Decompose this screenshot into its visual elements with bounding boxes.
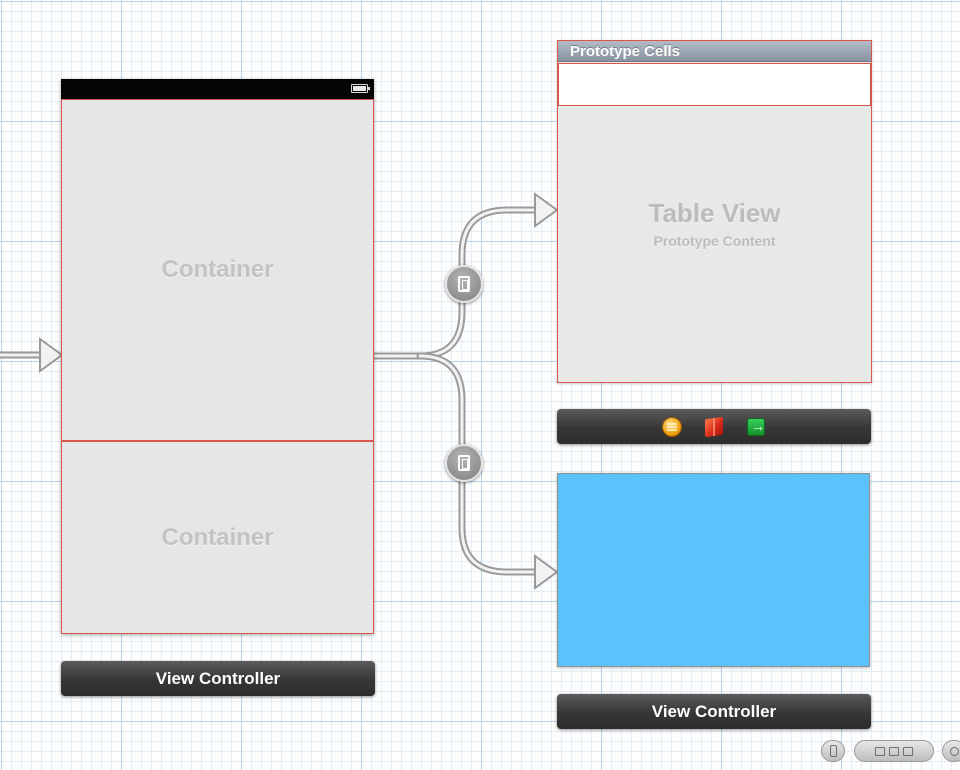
battery-icon: [351, 84, 370, 93]
scene-dock-right[interactable]: View Controller: [557, 694, 871, 729]
status-bar: [61, 79, 374, 99]
device-toggle-icon[interactable]: [821, 740, 845, 762]
first-responder-icon[interactable]: [663, 417, 681, 436]
initial-arrow-head: [39, 337, 64, 373]
embed-segue-icon[interactable]: [445, 444, 483, 482]
exit-icon[interactable]: [747, 417, 765, 436]
layout-icons[interactable]: [854, 740, 934, 762]
table-view-title: Table View: [648, 198, 781, 228]
zoom-icon[interactable]: [942, 740, 960, 762]
align-center-icon[interactable]: [889, 746, 899, 756]
scene-dock-table[interactable]: [557, 409, 871, 444]
scene-dock-label: View Controller: [651, 701, 777, 721]
segue-arrow-head-table: [534, 192, 559, 228]
embed-segue-icon[interactable]: [445, 265, 483, 303]
container-label: Container: [161, 256, 274, 283]
table-view-subtitle: Prototype Content: [653, 233, 776, 249]
prototype-cells-header: Prototype Cells: [558, 41, 871, 62]
align-left-icon[interactable]: [875, 746, 885, 756]
scene-dock-label: View Controller: [155, 668, 281, 688]
table-view-controller-scene[interactable]: Prototype Cells Table View Prototype Con…: [557, 40, 872, 383]
container-view-top[interactable]: Container: [61, 99, 374, 441]
container-view-bottom[interactable]: Container: [61, 441, 374, 634]
blue-view-controller-scene[interactable]: [557, 473, 870, 667]
container-label: Container: [161, 523, 274, 551]
prototype-cell[interactable]: [558, 63, 871, 106]
cube-icon[interactable]: [705, 416, 723, 437]
left-view-controller-scene[interactable]: Container Container: [61, 79, 374, 634]
table-view-body[interactable]: [558, 106, 871, 382]
align-right-icon[interactable]: [903, 746, 913, 756]
scene-dock-left[interactable]: View Controller: [61, 661, 375, 696]
segue-arrow-head-blue: [534, 554, 559, 590]
